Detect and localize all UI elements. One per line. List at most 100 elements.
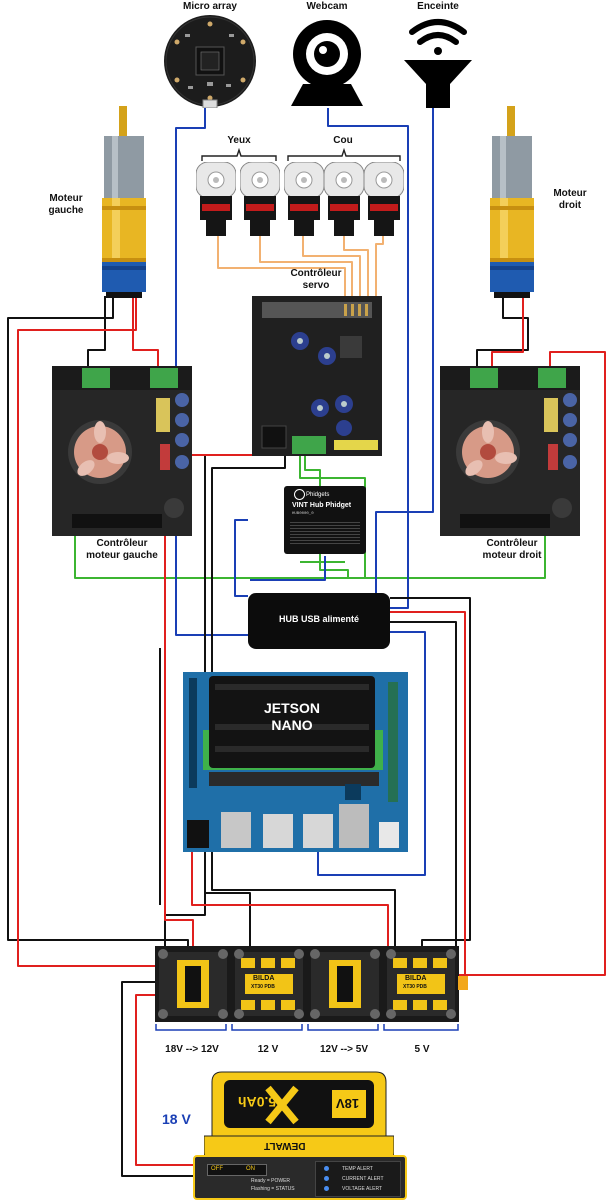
pdb-brand: BILDA [253,975,275,982]
motor-driver-board-icon [440,366,580,536]
servo-neck-3 [363,161,405,238]
pdb-model: XT30 PDB [251,984,275,990]
blue-wires [175,105,434,876]
motor-driver-board-icon [52,366,192,536]
pdb-brackets [155,1024,459,1031]
webcam-icon [291,20,363,106]
battery-voltage-text: 18V [336,1096,360,1111]
phidget-logo-icon [294,489,305,500]
servo-eye-right [239,161,281,238]
servo-controller-label-line1: Contrôleur [290,268,342,279]
pdb-label-18-12: 18V --> 12V [165,1044,219,1055]
xt30-pdb-icon [155,946,231,1022]
neck-label: Cou [333,135,353,146]
phidget-title: VINT Hub Phidget [292,502,352,509]
servo-wires [217,236,384,320]
current-alert-label: CURRENT ALERT [342,1176,384,1182]
motor-left [98,106,150,298]
usb-hub: HUB USB alimenté [248,593,390,649]
motor-controller-left [52,366,192,536]
jetson-label: JETSON NANO [209,700,375,734]
temp-alert-label: TEMP ALERT [342,1166,373,1172]
switch-on-label: ON [246,1166,255,1172]
dc-motor-icon [102,106,146,298]
servo-icon [195,161,237,236]
vint-hub-phidget: Phidgets VINT Hub Phidget HUB0000_0 [284,486,366,554]
servo-controller-board-icon [252,296,382,456]
dewalt-battery: 5.0Ah 18V DEWALT [203,1066,395,1161]
motor-controller-left-label-line2: moteur gauche [86,550,158,561]
servo-controller-label-line2: servo [302,280,330,291]
motor-left-label-line2: gauche [48,205,84,216]
led-icon [324,1176,329,1181]
battery-brand: DEWALT [264,1140,306,1151]
jetson-label-line2: NANO [271,717,313,733]
servo-icon [323,161,365,236]
micro-array-label: Micro array [183,1,237,12]
pdb-model: XT30 PDB [403,984,427,990]
status-line-1: Ready = POWER [251,1178,291,1184]
battery-capacity: 5.0Ah [238,1094,277,1110]
dc-motor-icon [490,106,534,298]
servo-neck-1 [283,161,325,238]
pdb-label-12: 12 V [257,1044,279,1055]
motor-controller-left-label-line1: Contrôleur [96,538,148,549]
jetson-nano: JETSON NANO [183,672,408,852]
status-line-2: Flashing = STATUS [251,1186,295,1192]
motor-controller-right [440,366,580,536]
servo-icon [283,161,325,236]
motor-right-label: Moteur droit [542,188,598,212]
phidget-model: HUB0000_0 [292,512,314,516]
pdb-5v: BILDA XT30 PDB [383,946,459,1022]
jetson-label-line1: JETSON [263,700,320,716]
micro-array [163,14,257,109]
servo-controller-label: Contrôleur servo [272,268,360,292]
red-wires [17,296,606,1166]
motor-left-label: Moteur gauche [38,193,94,217]
phidget-brand: Phidgets [306,492,330,498]
jetson-nano-board-icon [183,672,408,852]
motor-controller-right-label-line1: Contrôleur [486,538,538,549]
speaker-icon [404,19,472,108]
motor-right [486,106,538,298]
pdb-brand: BILDA [405,975,427,982]
neck-brace [287,148,401,161]
servo-icon [239,161,281,236]
usb-hub-label: HUB USB alimenté [278,614,359,624]
battery-icon [203,1071,395,1161]
microphone-array-icon [164,15,256,109]
pdb-label-12-5: 12V --> 5V [319,1044,369,1055]
webcam-label: Webcam [306,1,348,12]
webcam [285,14,369,108]
green-wires [74,455,546,579]
motor-controller-right-label: Contrôleur moteur droit [462,538,562,562]
xt30-pdb-icon [383,946,459,1022]
pdb-12v-to-5v [307,946,383,1022]
pdb-orange-tab [458,976,468,990]
xt30-pdb-icon [307,946,383,1022]
battery-voltage-label: 18 V [162,1111,191,1127]
motor-right-label-line2: droit [558,200,582,211]
eyes-brace [201,148,277,161]
pdb-12v: BILDA XT30 PDB [231,946,307,1022]
led-icon [324,1166,329,1171]
servo-controller [252,296,382,456]
power-switch: OFF ON [207,1164,267,1176]
led-icon [324,1186,329,1191]
motor-controller-left-label: Contrôleur moteur gauche [72,538,172,562]
switch-off-label: OFF [211,1166,223,1172]
battery-adapter: OFF ON Ready = POWER Flashing = STATUS T… [193,1155,407,1200]
motor-controller-right-label-line2: moteur droit [482,550,542,561]
xt30-pdb-icon [231,946,307,1022]
phidget-pin-text [290,520,360,544]
servo-eye-left [195,161,237,238]
servo-neck-2 [323,161,365,238]
servo-icon [363,161,405,236]
motor-left-label-line1: Moteur [49,193,83,204]
speaker-label: Enceinte [417,1,459,12]
pdb-18v-to-12v [155,946,231,1022]
pdb-label-5: 5 V [414,1044,430,1055]
motor-right-label-line1: Moteur [553,188,587,199]
alert-panel: TEMP ALERT CURRENT ALERT VOLTAGE ALERT [315,1161,401,1197]
voltage-alert-label: VOLTAGE ALERT [342,1186,383,1192]
